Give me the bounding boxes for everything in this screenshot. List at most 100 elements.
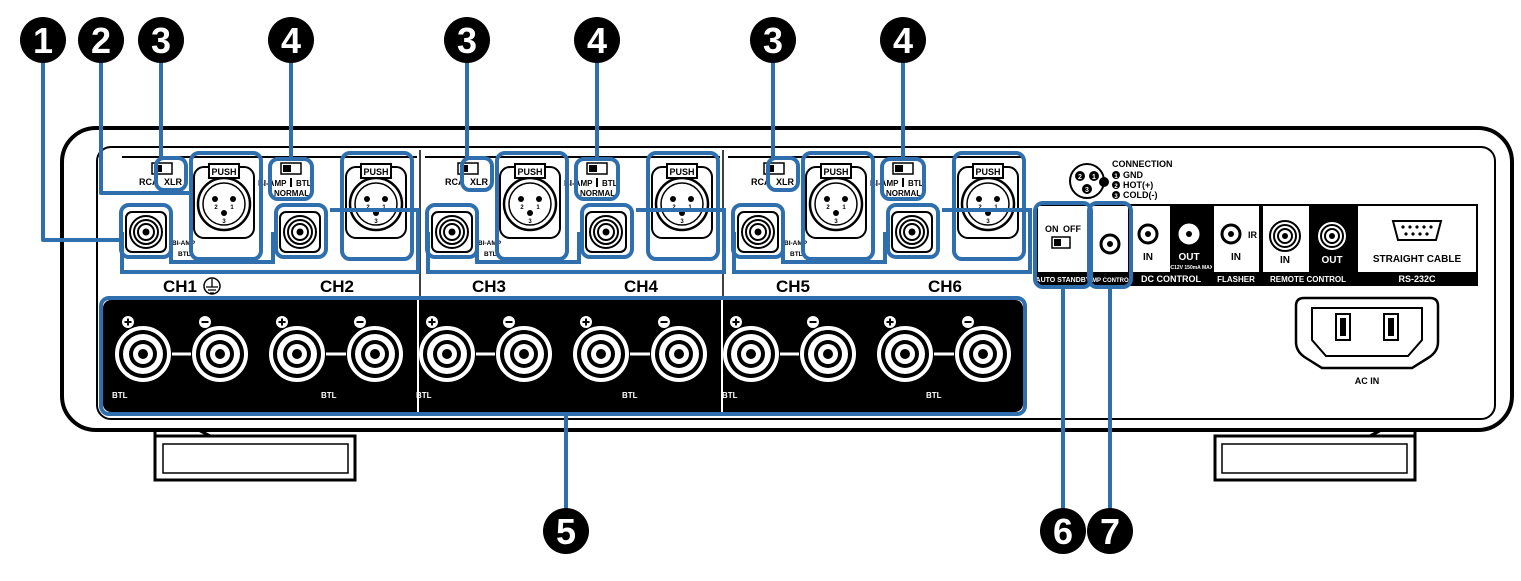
switch-biamp-label: BI-AMP xyxy=(870,179,899,188)
speaker-terminal[interactable] xyxy=(419,316,475,382)
xlr-pin-label: 3 xyxy=(374,219,378,225)
speaker-terminal[interactable] xyxy=(192,316,248,382)
speaker-terminal[interactable] xyxy=(269,316,325,382)
callout-number: 3 xyxy=(457,20,477,61)
speaker-terminal[interactable] xyxy=(877,316,933,382)
callout-box xyxy=(495,151,569,261)
switch-biamp-label: BI-AMP xyxy=(564,179,593,188)
callout-number: 7 xyxy=(1100,511,1120,552)
rca-jack[interactable] xyxy=(891,211,933,253)
xlr-pin-label: 2 xyxy=(520,205,524,211)
callout-box xyxy=(952,151,1026,261)
callout-bubble xyxy=(1040,508,1086,554)
svg-text:3: 3 xyxy=(1114,194,1118,200)
bi-amp-btl-switch[interactable] xyxy=(586,162,608,175)
right-foot xyxy=(1213,426,1417,482)
amp-control-section: AMP CONTROL xyxy=(1088,204,1133,286)
remote-in-label: IN xyxy=(1280,255,1290,266)
left-foot xyxy=(153,426,357,482)
rs232c-section: STRAIGHT CABLE RS-232C xyxy=(1356,204,1478,286)
rca-side-label-btl: BTL xyxy=(484,251,497,258)
callout-number: 3 xyxy=(763,20,783,61)
ac-inlet[interactable] xyxy=(1294,296,1440,370)
xlr-push-label: PUSH xyxy=(517,167,542,177)
ac-in-label: AC IN xyxy=(1355,376,1380,386)
speaker-terminal[interactable] xyxy=(573,316,629,382)
rca-side-label-biamp: BI-AMP xyxy=(172,240,196,247)
svg-text:1: 1 xyxy=(1114,174,1118,180)
callout-number: 4 xyxy=(281,20,301,61)
callout-number: 4 xyxy=(587,20,607,61)
remote-out-jack[interactable] xyxy=(1316,220,1348,252)
svg-text:1: 1 xyxy=(1092,174,1096,181)
speaker-terminal[interactable] xyxy=(651,316,707,382)
xlr-pin-label: 3 xyxy=(222,219,226,225)
callout-leader xyxy=(732,208,1032,274)
rs232c-port[interactable] xyxy=(1391,220,1443,241)
callout-box xyxy=(766,156,800,192)
remote-control-label: REMOTE CONTROL xyxy=(1270,275,1346,284)
bi-amp-btl-switch[interactable] xyxy=(892,162,914,175)
xlr-push-label: PUSH xyxy=(363,167,388,177)
dc-control-section: IN OUT DC12V 150mA MAX DC CONTROL xyxy=(1130,204,1214,286)
remote-in-jack[interactable] xyxy=(1269,220,1301,252)
auto-standby-off: OFF xyxy=(1063,224,1081,234)
channel-label-ch6: CH6 xyxy=(928,277,962,296)
rca-jack[interactable] xyxy=(585,211,627,253)
flasher-ir-label: IR xyxy=(1248,230,1258,240)
xlr-push-label: PUSH xyxy=(823,167,848,177)
callout-box xyxy=(340,151,414,261)
callout-box xyxy=(154,156,188,192)
channel-label-ch5: CH5 xyxy=(776,277,810,296)
switch-xlr-label: XLR xyxy=(470,177,489,187)
xlr-pin-label: 3 xyxy=(834,219,838,225)
rca-jack[interactable] xyxy=(431,211,473,253)
connection-pin3: COLD(-) xyxy=(1123,190,1158,200)
callout-number: 1 xyxy=(33,20,53,61)
callout-box xyxy=(119,203,173,259)
speaker-terminal[interactable] xyxy=(955,316,1011,382)
speaker-terminal[interactable] xyxy=(115,316,171,382)
callout-number: 4 xyxy=(893,20,913,61)
svg-text:2: 2 xyxy=(1078,174,1082,181)
callout-box xyxy=(646,151,720,261)
callout-leader xyxy=(41,62,122,242)
channel-label-ch2: CH2 xyxy=(320,277,354,296)
channel-label-ch1: CH1 xyxy=(163,277,197,296)
bi-amp-btl-switch[interactable] xyxy=(280,162,302,175)
btl-label: BTL xyxy=(622,391,638,400)
xlr-pin-label: 2 xyxy=(826,205,830,211)
callout-leader xyxy=(781,232,887,264)
callout-number: 2 xyxy=(91,20,111,61)
callout-number: 3 xyxy=(151,20,171,61)
rs232c-label: RS-232C xyxy=(1398,274,1436,284)
speaker-terminal[interactable] xyxy=(347,316,403,382)
rca-jack[interactable] xyxy=(279,211,321,253)
callout-box xyxy=(274,203,328,259)
channel-label-ch3: CH3 xyxy=(472,277,506,296)
rca-jack[interactable] xyxy=(125,211,167,253)
speaker-terminal[interactable] xyxy=(800,316,856,382)
callout-box xyxy=(801,151,875,261)
callout-leader xyxy=(426,208,726,274)
switch-rca-label: RCA xyxy=(139,177,159,187)
speaker-terminal[interactable] xyxy=(496,316,552,382)
speaker-terminal[interactable] xyxy=(723,316,779,382)
channel-label-ch4: CH4 xyxy=(624,277,659,296)
rca-jack[interactable] xyxy=(737,211,779,253)
callout-box xyxy=(731,203,785,259)
btl-label: BTL xyxy=(416,391,432,400)
remote-out-label: OUT xyxy=(1321,255,1342,266)
auto-standby-on: ON xyxy=(1045,224,1059,234)
